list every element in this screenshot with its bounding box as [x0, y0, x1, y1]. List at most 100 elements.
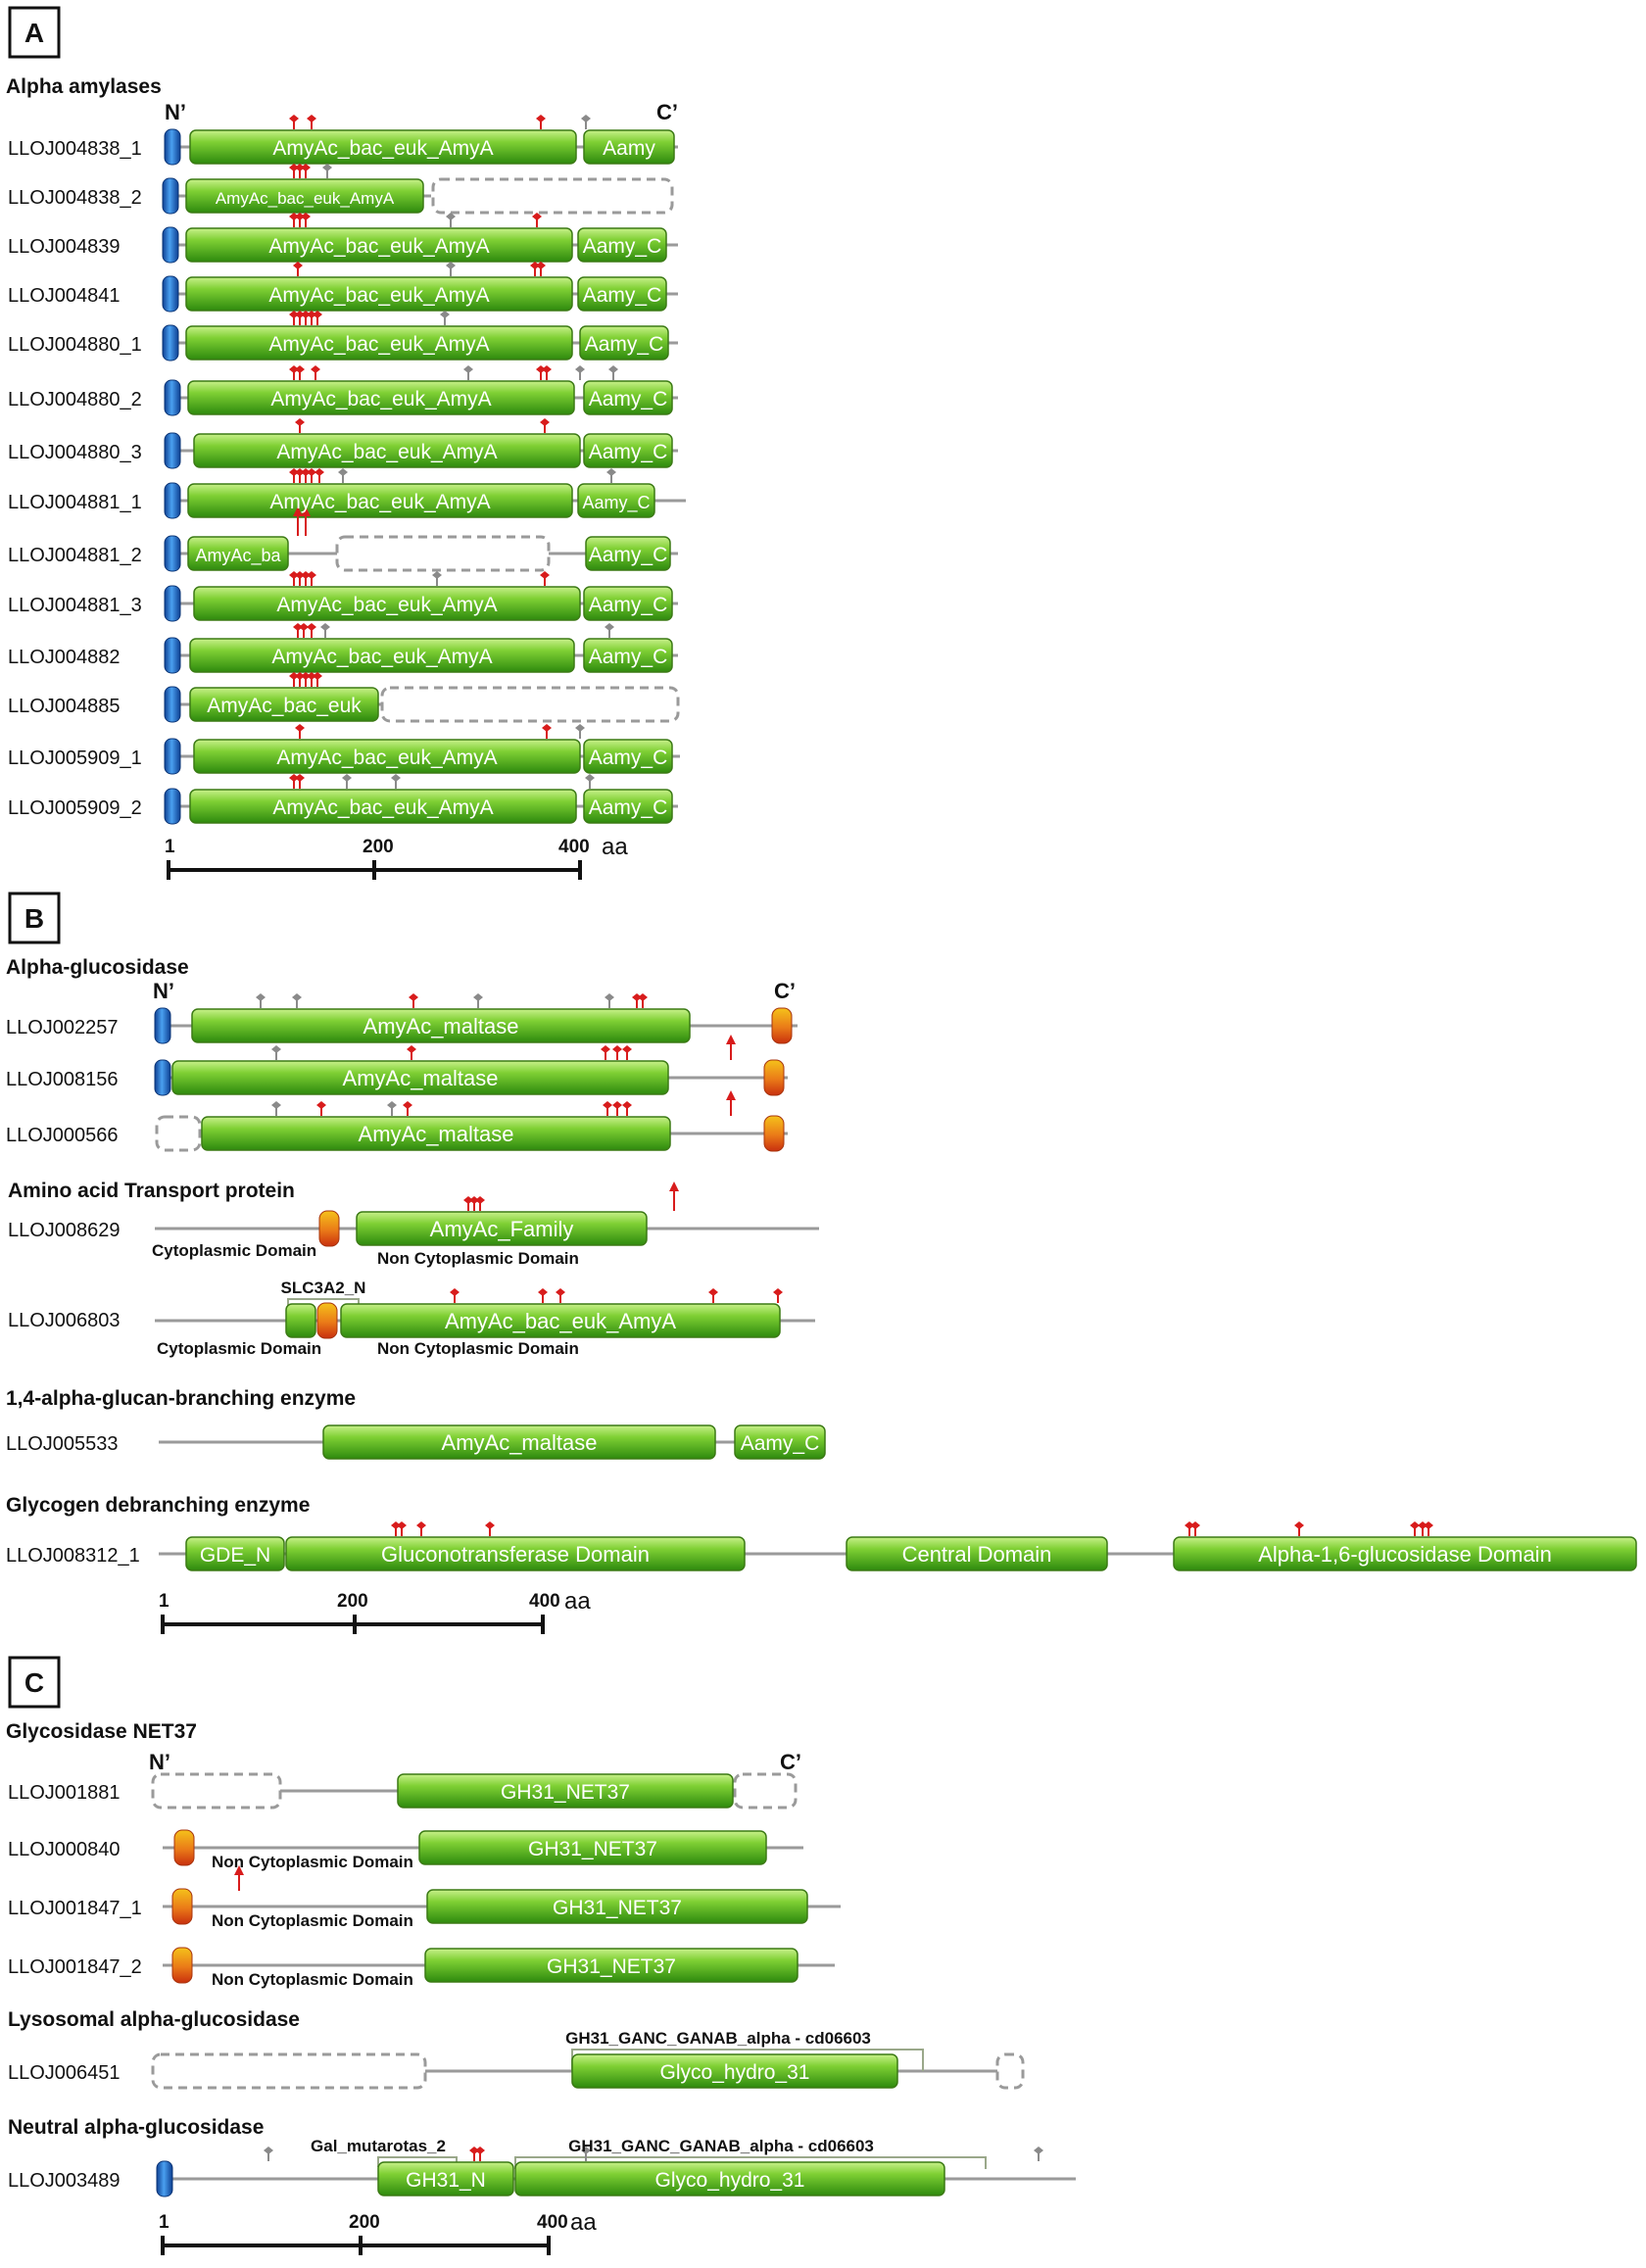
protein-id: LLOJ004881_2: [8, 545, 142, 566]
domain-label: Aamy_C: [589, 796, 668, 819]
active-site-marker: [622, 1101, 632, 1109]
active-site-marker: [301, 468, 311, 476]
domain-box: [322, 1424, 716, 1460]
active-site-marker: [295, 365, 305, 373]
protein-id: LLOJ003489: [8, 2170, 121, 2192]
active-site-marker: [632, 993, 642, 1001]
active-site-marker: [289, 164, 299, 171]
glycosylation-site-marker: [463, 365, 473, 373]
active-site-marker: [299, 623, 309, 631]
active-site-marker: [463, 1196, 473, 1204]
active-site-marker: [295, 311, 305, 318]
domain-label: Aamy_C: [589, 594, 668, 616]
domain-label: AmyAc_bac_euk_AmyA: [268, 333, 489, 356]
domain-box: [585, 536, 671, 571]
n-terminal-signal-peptide: [162, 177, 179, 215]
domain-box: [185, 325, 573, 361]
active-site-marker: [313, 672, 322, 680]
domain-label: Gluconotransferase Domain: [381, 1542, 650, 1567]
n-terminal-signal-peptide: [156, 2160, 173, 2197]
active-site-marker: [416, 1521, 426, 1529]
scale-tick-label: 200: [349, 2212, 380, 2233]
domain-box: [377, 2161, 514, 2196]
domain-label: Aamy: [603, 137, 655, 160]
glycosylation-site-marker: [446, 262, 456, 269]
c-terminus-label: C’: [656, 100, 678, 124]
glycosylation-site-marker: [440, 311, 450, 318]
active-site-marker: [301, 213, 311, 220]
domain-label: Glyco_hydro_31: [655, 2169, 805, 2192]
active-site-marker: [301, 164, 311, 171]
domain-box: [577, 483, 655, 518]
annotation-bracket: [514, 2156, 987, 2169]
domain-label: GH31_N: [406, 2169, 486, 2192]
active-site-marker: [307, 623, 316, 631]
active-site-marker: [1185, 1521, 1194, 1529]
protein-id: LLOJ001881: [8, 1782, 121, 1804]
active-site-marker: [391, 1521, 401, 1529]
domain-label: AmyAc_bac_euk_AmyA: [269, 491, 490, 513]
n-terminal-signal-peptide: [164, 432, 181, 469]
site-pin-head: [293, 507, 303, 516]
active-site-marker: [409, 993, 418, 1001]
domain-layer: [8, 6, 1637, 2197]
active-site-marker: [295, 571, 305, 579]
site-pin-head: [726, 1035, 736, 1044]
scale-tick-label: 400: [529, 1591, 560, 1612]
transmembrane-segment: [316, 1302, 338, 1339]
protein-id: LLOJ008629: [8, 1220, 121, 1241]
domain-label: GH31_NET37: [553, 1897, 682, 1919]
protein-id: LLOJ005909_1: [8, 748, 142, 769]
topology-label: Cytoplasmic Domain: [157, 1339, 321, 1358]
missing-region-box: [995, 2052, 1025, 2090]
active-site-marker: [532, 213, 542, 220]
panel-letter: B: [24, 903, 44, 934]
active-site-marker: [301, 672, 311, 680]
protein-id: LLOJ001847_2: [8, 1956, 142, 1978]
active-site-marker: [295, 418, 305, 426]
domain-label: Aamy_C: [589, 646, 668, 668]
n-terminal-signal-peptide: [164, 482, 181, 519]
glycosylation-site-marker: [387, 1101, 397, 1109]
n-terminal-signal-peptide: [164, 128, 181, 166]
glycosylation-site-marker: [256, 993, 266, 1001]
domain-box: [189, 638, 575, 673]
active-site-marker: [542, 365, 552, 373]
active-site-marker: [313, 311, 322, 318]
domain-box: [356, 1211, 648, 1246]
domain-label: Aamy_C: [583, 235, 662, 258]
active-site-marker: [556, 1288, 565, 1296]
domain-box: [577, 276, 667, 312]
protein-id: LLOJ004839: [8, 236, 121, 258]
active-site-marker: [295, 164, 305, 171]
domain-label: AmyAc_bac_euk_AmyA: [272, 796, 493, 819]
active-site-marker: [1424, 1521, 1433, 1529]
domain-label: AmyAc_bac_euk: [207, 695, 362, 717]
active-site-marker: [485, 1521, 495, 1529]
active-site-marker: [475, 1196, 485, 1204]
panel-letter-box: [8, 6, 61, 59]
slc3a2-box: [285, 1303, 316, 1338]
domain-label: Aamy_C: [589, 747, 668, 769]
glycosylation-site-marker: [342, 774, 352, 782]
missing-region-box: [380, 686, 680, 723]
domain-label: AmyAc_maltase: [442, 1430, 598, 1455]
active-site-marker: [601, 1045, 610, 1053]
domain-box: [185, 276, 573, 312]
n-terminus-label: N’: [165, 100, 186, 124]
site-pin-head: [234, 1865, 244, 1875]
active-site-marker: [403, 1101, 412, 1109]
protein-id: LLOJ004882: [8, 647, 121, 668]
panel-letter: A: [24, 18, 44, 48]
domain-box: [583, 129, 675, 165]
domain-box: [187, 536, 289, 571]
missing-region-box: [733, 1772, 798, 1810]
domain-box: [171, 1060, 669, 1095]
n-terminal-signal-peptide: [164, 788, 181, 825]
protein-id: LLOJ006451: [8, 2062, 121, 2084]
protein-id: LLOJ004838_2: [8, 187, 142, 209]
domain-box: [583, 433, 673, 468]
panel-letter-box: [8, 892, 61, 944]
